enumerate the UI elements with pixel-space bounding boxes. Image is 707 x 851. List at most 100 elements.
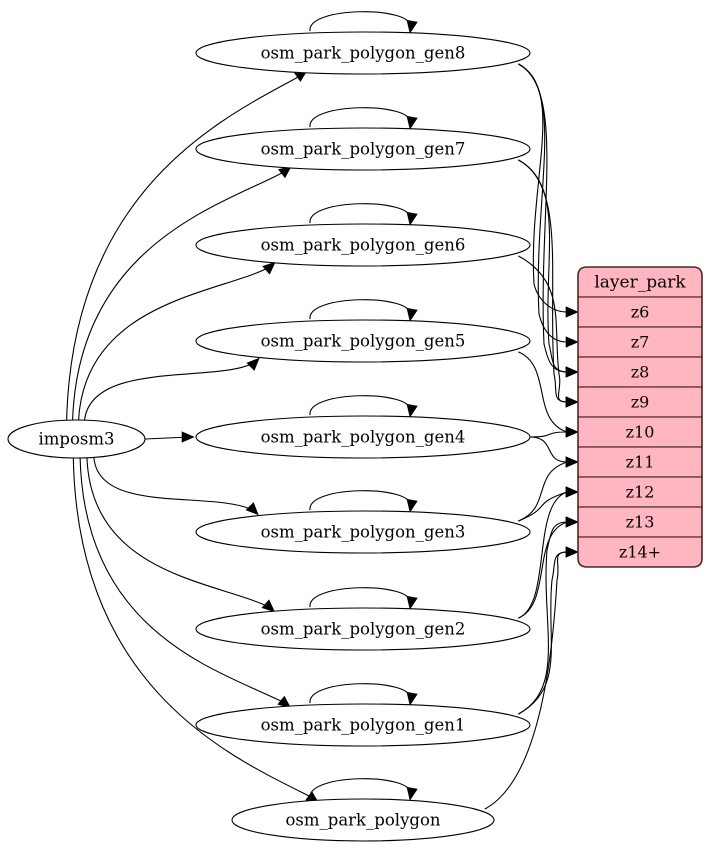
self-loop-osm_park_polygon_gen8	[309, 11, 418, 34]
edge-path-osm_park_polygon_gen2-z13	[518, 521, 568, 619]
node-osm_park_polygon_gen4[interactable]: osm_park_polygon_gen4	[195, 415, 531, 459]
self-loop-path-osm_park_polygon_gen8	[309, 11, 411, 32]
node-label-osm_park_polygon_gen7: osm_park_polygon_gen7	[261, 140, 466, 159]
edge-arrow-imposm3-osm_park_polygon_gen3	[245, 502, 259, 516]
self-loop-arrow-osm_park_polygon_gen6	[406, 211, 418, 226]
edge-osm_park_polygon_gen5-to-z10	[518, 351, 579, 438]
self-loop-path-osm_park_polygon_gen2	[309, 587, 411, 608]
edge-arrow-osm_park_polygon_gen8-z6	[565, 306, 579, 318]
edge-path-imposm3-osm_park_polygon_gen6	[77, 266, 270, 422]
self-loop-path-osm_park_polygon_gen3	[309, 490, 411, 511]
edge-osm_park_polygon_gen6-to-z9	[518, 255, 579, 408]
self-loop-arrow-osm_park_polygon_gen4	[406, 403, 418, 418]
edge-imposm3-osm_park_polygon_gen6	[77, 261, 276, 422]
self-loop-arrow-osm_park_polygon_gen2	[406, 595, 418, 610]
node-shape-osm_park_polygon_gen2[interactable]	[195, 607, 531, 651]
edge-arrow-osm_park_polygon_gen2-z12	[565, 486, 579, 498]
edge-imposm3-osm_park_polygon_gen5	[83, 357, 260, 422]
self-loop-arrow-osm_park_polygon_gen5	[406, 307, 418, 322]
self-loop-arrow-osm_park_polygon_gen7	[406, 115, 418, 130]
table-row-label-z7: z7	[631, 333, 650, 352]
self-loop-osm_park_polygon_gen1	[309, 683, 418, 706]
edge-arrow-imposm3-osm_park_polygon_gen6	[262, 261, 276, 275]
table-row-label-z9: z9	[631, 393, 650, 412]
edge-path-osm_park_polygon_gen5-z10	[518, 351, 568, 433]
node-osm_park_polygon_gen1[interactable]: osm_park_polygon_gen1	[195, 703, 531, 747]
node-osm_park_polygon_gen6[interactable]: osm_park_polygon_gen6	[195, 223, 531, 267]
node-osm_park_polygon_gen8[interactable]: osm_park_polygon_gen8	[195, 31, 531, 75]
node-osm_park_polygon_gen5[interactable]: osm_park_polygon_gen5	[195, 319, 531, 363]
edge-path-imposm3-osm_park_polygon_gen8	[66, 74, 302, 422]
edge-path-osm_park_polygon-z14plus	[484, 551, 568, 810]
node-shape-osm_park_polygon_gen7[interactable]	[195, 127, 531, 171]
edge-arrow-osm_park_polygon_gen8-z7	[565, 336, 579, 348]
table-row-z10[interactable]	[578, 416, 702, 448]
edge-imposm3-osm_park_polygon_gen2	[86, 456, 276, 613]
edge-arrow-osm_park_polygon_gen3-z11	[565, 456, 579, 468]
edge-arrow-imposm3-osm_park_polygon_gen5	[246, 357, 260, 371]
edge-osm_park_polygon_gen1-to-z13	[518, 516, 579, 715]
node-label-osm_park_polygon: osm_park_polygon	[285, 811, 440, 830]
edge-arrow-osm_park_polygon_gen1-z13	[565, 516, 579, 528]
edge-path-imposm3-osm_park_polygon_gen3	[93, 456, 253, 511]
node-osm_park_polygon_gen7[interactable]: osm_park_polygon_gen7	[195, 127, 531, 171]
self-loop-path-osm_park_polygon_gen1	[309, 683, 411, 704]
edge-path-osm_park_polygon_gen4-z11	[529, 436, 568, 463]
node-osm_park_polygon[interactable]: osm_park_polygon	[231, 798, 495, 842]
edge-path-imposm3-osm_park_polygon	[72, 456, 313, 799]
edge-imposm3-osm_park_polygon_gen1	[79, 456, 292, 709]
table-row-label-z11: z11	[626, 453, 655, 472]
nodes-layer: imposm3 osm_park_polygon_gen8 osm_park_pol…	[7, 31, 531, 842]
node-label-osm_park_polygon_gen2: osm_park_polygon_gen2	[261, 620, 466, 639]
edge-path-osm_park_polygon_gen8-z8	[518, 63, 568, 373]
node-shape-osm_park_polygon_gen4[interactable]	[195, 415, 531, 459]
edge-path-osm_park_polygon_gen1-z13	[518, 521, 568, 715]
table-row-label-z6: z6	[631, 303, 650, 322]
edge-arrow-osm_park_polygon-z14plus	[565, 546, 579, 558]
node-shape-osm_park_polygon_gen5[interactable]	[195, 319, 531, 363]
self-loop-osm_park_polygon_gen6	[309, 203, 418, 226]
node-osm_park_polygon_gen2[interactable]: osm_park_polygon_gen2	[195, 607, 531, 651]
self-loop-path-osm_park_polygon_gen6	[309, 203, 411, 224]
edge-imposm3-osm_park_polygon_gen3	[93, 456, 259, 516]
edge-path-imposm3-osm_park_polygon_gen1	[79, 456, 285, 704]
self-loop-arrow-osm_park_polygon	[406, 786, 418, 801]
edge-path-imposm3-osm_park_polygon_gen2	[86, 456, 269, 608]
edge-arrow-osm_park_polygon_gen4-z10	[565, 426, 579, 438]
edge-path-imposm3-osm_park_polygon_gen5	[83, 362, 254, 422]
edge-path-osm_park_polygon_gen7-z9	[518, 159, 568, 403]
edge-osm_park_polygon_gen3-to-z11	[518, 456, 579, 522]
node-label-osm_park_polygon_gen3: osm_park_polygon_gen3	[261, 523, 466, 542]
node-label-osm_park_polygon_gen4: osm_park_polygon_gen4	[261, 428, 466, 447]
edge-osm_park_polygon-to-z14plus	[484, 546, 579, 810]
node-label-osm_park_polygon_gen8: osm_park_polygon_gen8	[261, 44, 466, 63]
edge-path-osm_park_polygon_gen3-z12	[518, 491, 568, 522]
table-row-z12[interactable]	[578, 476, 702, 508]
self-loop-path-osm_park_polygon_gen5	[309, 299, 411, 320]
table-header-label: layer_park	[594, 273, 686, 293]
node-imposm3[interactable]: imposm3	[7, 419, 146, 459]
table-row-label-z10: z10	[626, 423, 655, 442]
self-loop-arrow-osm_park_polygon_gen8	[406, 19, 418, 34]
node-shape-osm_park_polygon_gen1[interactable]	[195, 703, 531, 747]
edge-path-imposm3-osm_park_polygon_gen7	[71, 170, 286, 422]
node-shape-osm_park_polygon_gen6[interactable]	[195, 223, 531, 267]
node-shape-osm_park_polygon_gen8[interactable]	[195, 31, 531, 75]
table-outline	[577, 266, 703, 568]
edge-arrow-osm_park_polygon_gen7-z8	[565, 366, 579, 378]
edge-path-osm_park_polygon_gen4-z10	[529, 431, 568, 438]
edge-path-osm_park_polygon_gen2-z12	[518, 491, 568, 619]
node-shape-osm_park_polygon_gen3[interactable]	[195, 510, 531, 554]
node-shape-osm_park_polygon[interactable]	[231, 798, 495, 842]
self-loop-path-osm_park_polygon_gen7	[309, 107, 411, 128]
table-row-z11[interactable]	[578, 446, 702, 478]
edge-arrow-imposm3-osm_park_polygon_gen2	[261, 599, 276, 613]
node-osm_park_polygon_gen3[interactable]: osm_park_polygon_gen3	[195, 510, 531, 554]
table-row-z14plus[interactable]	[578, 536, 702, 567]
node-shape-imposm3[interactable]	[7, 419, 146, 459]
table-row-label-z12: z12	[626, 483, 655, 502]
node-label-osm_park_polygon_gen5: osm_park_polygon_gen5	[261, 332, 466, 351]
table-row-label-z8: z8	[631, 363, 650, 382]
self-loop-path-osm_park_polygon	[309, 778, 411, 799]
